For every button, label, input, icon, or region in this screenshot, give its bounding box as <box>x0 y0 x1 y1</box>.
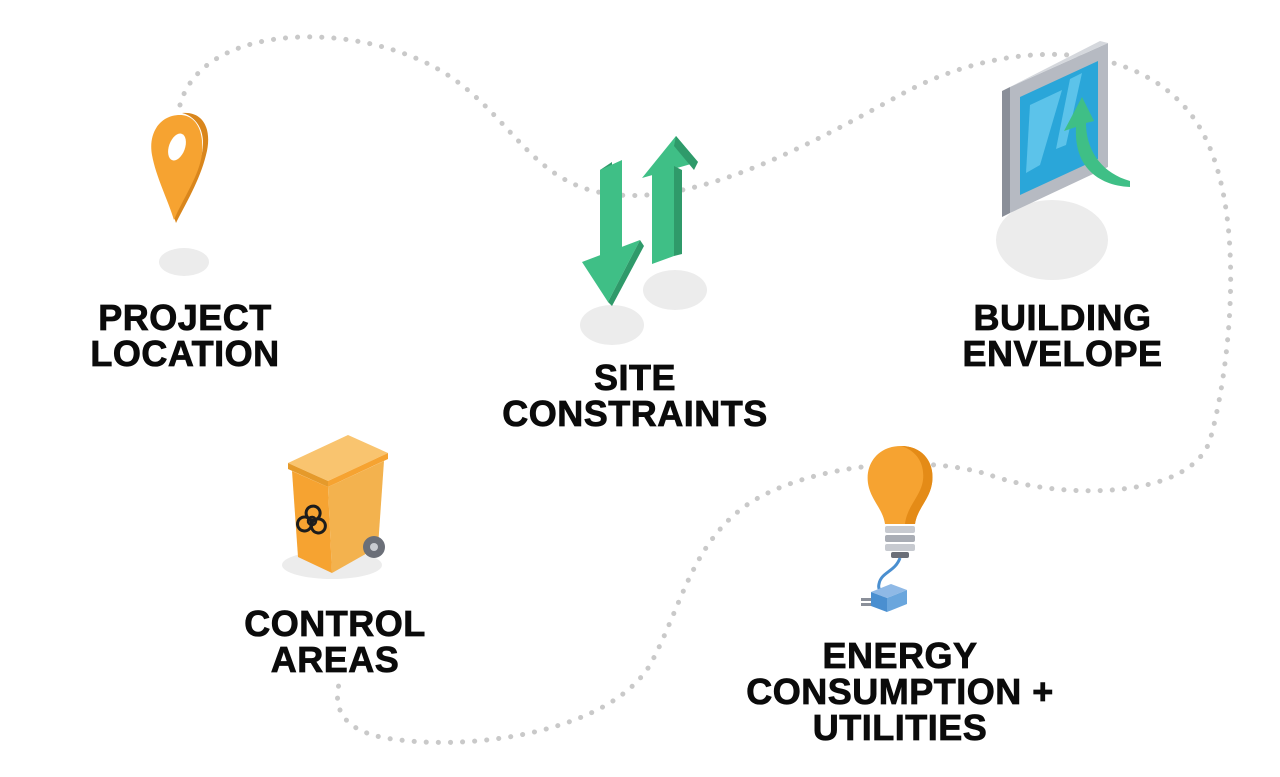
label-line: SITE <box>485 360 785 396</box>
window-shadow <box>996 200 1108 280</box>
pin-shadow <box>159 248 209 276</box>
label-line: CONSTRAINTS <box>485 396 785 432</box>
bulb-base-ring <box>885 544 915 551</box>
bin-wheel-hub <box>370 543 378 551</box>
label-energy-consumption: ENERGY CONSUMPTION + UTILITIES <box>720 638 1080 746</box>
arrow-shadow-left <box>580 305 644 345</box>
up-arrow-shaft-side <box>674 166 682 256</box>
up-arrow-shaft <box>652 166 674 264</box>
label-line: ENERGY <box>720 638 1080 674</box>
label-line: BUILDING <box>950 300 1175 336</box>
label-line: PROJECT <box>80 300 290 336</box>
label-line: CONSUMPTION + <box>720 674 1080 710</box>
window-icon <box>990 35 1140 285</box>
label-line: CONTROL <box>230 606 440 642</box>
window-frame-side <box>1002 87 1010 217</box>
arrow-shadow-right <box>643 270 707 310</box>
label-line: UTILITIES <box>720 710 1080 746</box>
map-pin-icon <box>140 105 230 285</box>
light-bulb-icon <box>845 440 955 620</box>
up-down-arrows-icon <box>570 130 720 360</box>
bulb-base-tip <box>891 552 909 558</box>
pin-body <box>151 115 202 220</box>
label-building-envelope: BUILDING ENVELOPE <box>950 300 1175 372</box>
bulb-base-ring <box>885 526 915 533</box>
label-line: LOCATION <box>80 336 290 372</box>
biohazard-bin-icon <box>270 425 400 585</box>
bulb-base-ring <box>885 535 915 542</box>
plug-prong <box>861 598 871 601</box>
label-control-areas: CONTROL AREAS <box>230 606 440 678</box>
label-project-location: PROJECT LOCATION <box>80 300 290 372</box>
label-line: AREAS <box>230 642 440 678</box>
plug-prong <box>861 603 871 606</box>
label-site-constraints: SITE CONSTRAINTS <box>485 360 785 432</box>
label-line: ENVELOPE <box>950 336 1175 372</box>
